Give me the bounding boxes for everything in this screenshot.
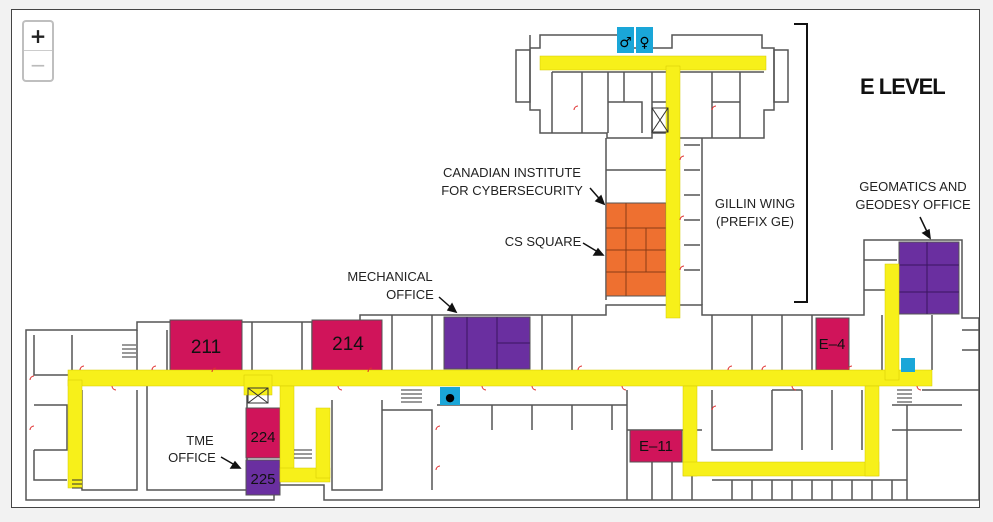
stairs-icon <box>72 107 912 489</box>
cic-label-line2: FOR CYBERSECURITY <box>441 183 583 198</box>
gillin-wing-label-line2: (PREFIX GE) <box>716 214 794 229</box>
gillin-wing-label-line1: GILLIN WING <box>715 196 795 211</box>
building-walls <box>25 34 979 501</box>
room-224[interactable] <box>245 407 281 459</box>
washrooms: ♂ ♀ ● <box>440 27 915 405</box>
cic-label-line1: CANADIAN INSTITUTE <box>443 165 581 180</box>
tme-office-label-line1: TME <box>186 433 214 448</box>
tme-office-label-line2: OFFICE <box>168 450 216 465</box>
washroom-icon[interactable] <box>901 358 915 372</box>
label-arrows <box>220 187 931 469</box>
room-225-label: 225 <box>250 471 275 488</box>
gillin-wing-bracket <box>794 23 808 303</box>
mechanical-office-label-line2: OFFICE <box>386 287 434 302</box>
door-marks <box>29 105 922 471</box>
room-e4-label: E–4 <box>819 336 846 353</box>
room-geomatics-office[interactable] <box>898 241 960 315</box>
svg-text:♀: ♀ <box>639 35 649 51</box>
geomatics-label-line1: GEOMATICS AND <box>859 179 966 194</box>
corridors <box>67 55 933 489</box>
map-frame[interactable]: ♂ ♀ ● 211 214 224 225 E–4 E–11 E L <box>11 9 980 508</box>
washroom-women-icon[interactable] <box>636 27 653 53</box>
level-title: E LEVEL <box>860 74 945 99</box>
highlighted-rooms <box>169 202 960 496</box>
washroom-men-icon[interactable] <box>617 27 634 53</box>
room-214[interactable] <box>311 319 383 373</box>
room-e11[interactable] <box>629 429 683 463</box>
room-224-label: 224 <box>250 429 275 446</box>
geomatics-label-line2: GEODESY OFFICE <box>855 197 971 212</box>
room-214-label: 214 <box>332 334 364 355</box>
mechanical-office-label-line1: MECHANICAL <box>347 269 432 284</box>
zoom-in-button[interactable]: + <box>29 24 47 48</box>
room-211-label: 211 <box>191 337 221 358</box>
washroom-icon[interactable] <box>440 387 460 405</box>
svg-text:♂: ♂ <box>619 35 632 51</box>
floor-plan[interactable]: ♂ ♀ ● 211 214 224 225 E–4 E–11 E L <box>12 10 980 508</box>
zoom-control: + − <box>22 20 54 82</box>
zoom-out-button[interactable]: − <box>24 50 52 80</box>
cs-square-label: CS SQUARE <box>505 234 582 249</box>
svg-text:●: ● <box>445 391 455 404</box>
room-e11-label: E–11 <box>639 438 673 455</box>
